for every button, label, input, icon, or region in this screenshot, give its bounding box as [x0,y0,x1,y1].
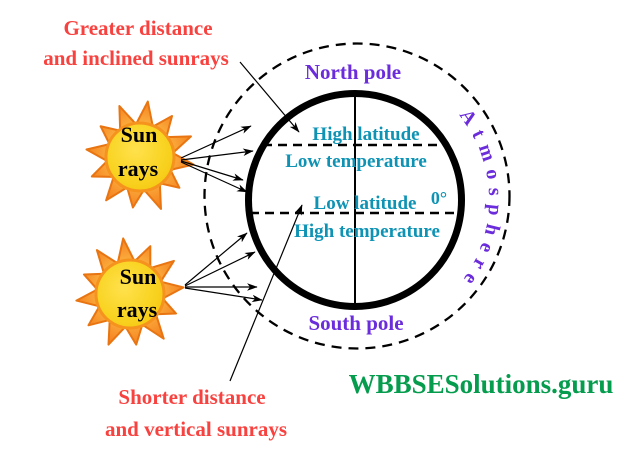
low-temperature-label: Low temperature [285,151,427,172]
vertical-rays-pointer-line [229,204,303,382]
high-temperature-label: High temperature [294,221,440,242]
top-sun-label-line2: rays [118,156,159,181]
caption-vertical-line1: Shorter distance [118,385,265,409]
caption-inclined-line1: Greater distance [63,16,212,40]
caption-inclined-line2: and inclined sunrays [43,46,229,70]
bottom-sun-label-line1: Sun [120,264,157,289]
sun-ray-arrow [180,160,244,181]
south-pole-label: South pole [308,311,403,335]
bottom-sun-ray-arrows [184,232,263,303]
inclined-rays-pointer-line [239,61,300,133]
high-latitude-label: High latitude [312,124,419,145]
sun-ray-arrow [184,251,256,287]
sun-ray-arrow [180,161,248,193]
top-sun-ray-arrows [180,125,254,193]
equator-degree-label: 0° [431,188,447,208]
north-pole-label: North pole [305,60,401,84]
low-latitude-label: Low latitude [314,193,417,214]
caption-vertical-line2: and vertical sunrays [105,417,287,441]
sun-ray-arrow [180,125,252,159]
bottom-sun-label-line2: rays [117,297,158,322]
atmosphere-circle [203,42,511,350]
sun-ray-arrow [180,148,254,161]
top-sun-label-line1: Sun [121,122,158,147]
sun-ray-arrow [184,232,248,286]
watermark-text: WBBSESolutions.guru [349,369,614,399]
sun-ray-arrow [184,287,263,303]
